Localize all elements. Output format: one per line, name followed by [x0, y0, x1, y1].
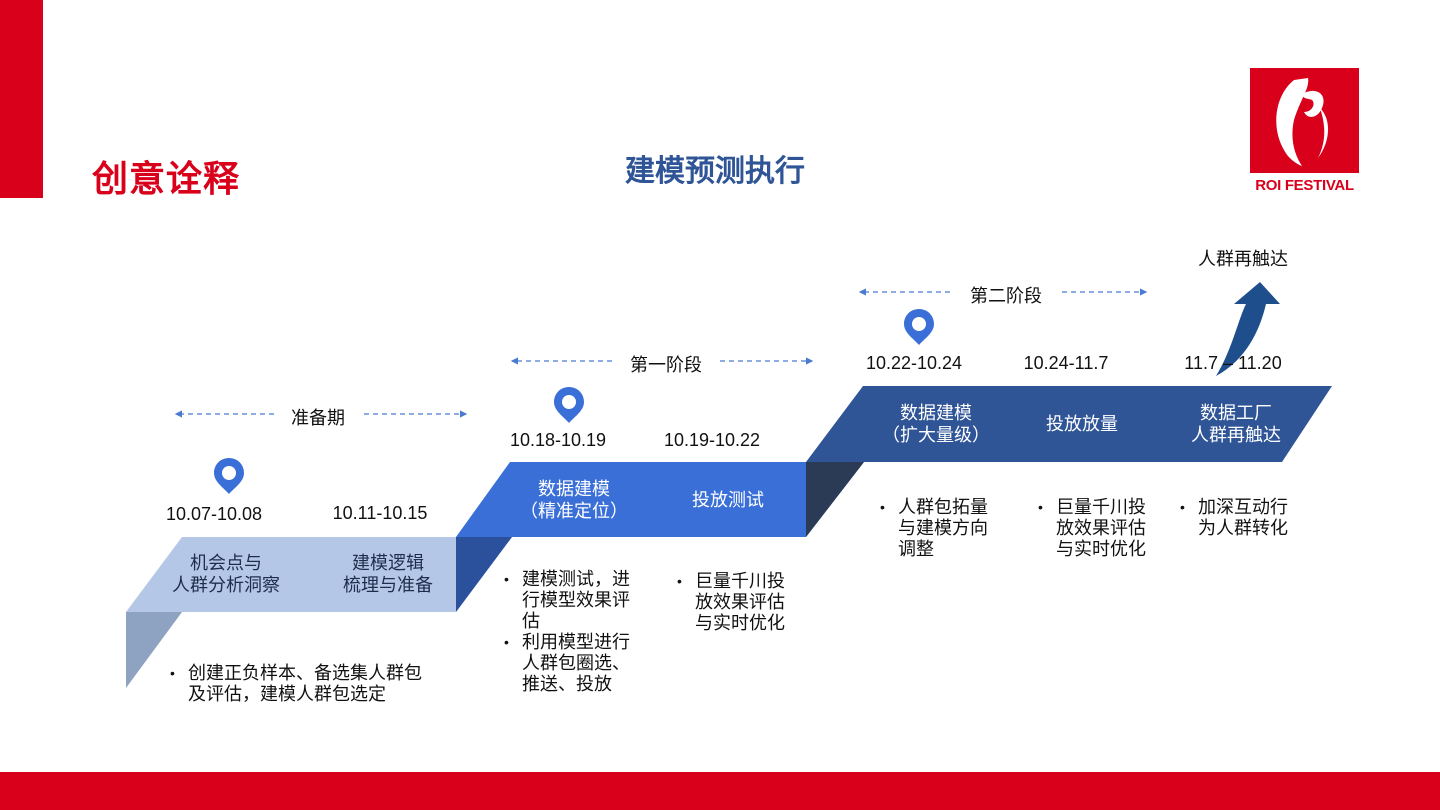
notes-phase1-model: 建模测试，进行模型效果评估 利用模型进行人群包圈选、推送、投放 [500, 569, 642, 695]
notes-phase2-factory: 加深互动行为人群转化 [1176, 497, 1300, 539]
prep-step-shadow [126, 612, 182, 688]
notes-phase2-scale: 巨量千川投放效果评估与实时优化 [1034, 497, 1156, 560]
phase-label-prep: 准备期 [291, 408, 345, 428]
step-date: 10.22-10.24 [865, 353, 963, 373]
bottom-red-footer-bar [0, 772, 1440, 810]
step-label-scale: 投放放量 [1046, 414, 1118, 434]
notes-prep: 创建正负样本、备选集人群包 及评估，建模人群包选定 [166, 663, 456, 705]
notes-phase2-model: 人群包拓量与建模方向调整 [876, 497, 998, 560]
step-label-opportunity: 机会点与 人群分析洞察 [172, 553, 280, 595]
phase-label-phase1: 第一阶段 [630, 355, 702, 375]
step-date: 10.07-10.08 [165, 504, 263, 524]
note-item: 巨量千川投放效果评估与实时优化 [673, 571, 793, 634]
note-item: 利用模型进行人群包圈选、推送、投放 [500, 632, 642, 695]
note-item: 加深互动行为人群转化 [1176, 497, 1300, 539]
step-date: 10.24-11.7 [1023, 353, 1109, 373]
phase1-step-band [456, 462, 864, 537]
note-item: 建模测试，进行模型效果评估 [500, 569, 642, 632]
left-red-accent-bar [0, 0, 43, 198]
note-item: 巨量千川投放效果评估与实时优化 [1034, 497, 1156, 560]
phase2-step-band [806, 386, 1332, 462]
step-date: 10.11-10.15 [332, 503, 428, 523]
prep-step-band [126, 537, 512, 612]
notes-phase1-test: 巨量千川投放效果评估与实时优化 [673, 571, 793, 634]
reach-label: 人群再触达 [1198, 249, 1288, 269]
note-item: 创建正负样本、备选集人群包 及评估，建模人群包选定 [166, 663, 456, 705]
location-pin-icon [904, 309, 934, 345]
location-pin-icon [214, 458, 244, 494]
phase-label-phase2: 第二阶段 [970, 286, 1042, 306]
section-title: 创意诠释 [92, 158, 241, 199]
phase2-step-shadow [806, 462, 864, 537]
phase1-step-shadow [456, 537, 512, 612]
curved-up-arrow-icon [1216, 282, 1280, 376]
step-label-factory: 数据工厂 人群再触达 [1191, 403, 1281, 445]
note-item: 人群包拓量与建模方向调整 [876, 497, 998, 560]
roi-festival-logo: ROI FESTIVAL [1250, 68, 1359, 199]
step-date: 11.7 – 11.20 [1184, 353, 1282, 373]
step-date: 10.19-10.22 [663, 430, 761, 450]
location-pin-icon [554, 387, 584, 423]
step-label-test: 投放测试 [692, 490, 764, 510]
logo-text: ROI FESTIVAL [1255, 177, 1354, 194]
step-label-logic: 建模逻辑 梳理与准备 [343, 553, 433, 595]
page-title: 建模预测执行 [625, 155, 805, 188]
step-label-model-scale: 数据建模 （扩大量级） [882, 403, 990, 445]
step-date: 10.18-10.19 [509, 430, 607, 450]
step-label-model-precise: 数据建模 （精准定位） [520, 479, 628, 521]
